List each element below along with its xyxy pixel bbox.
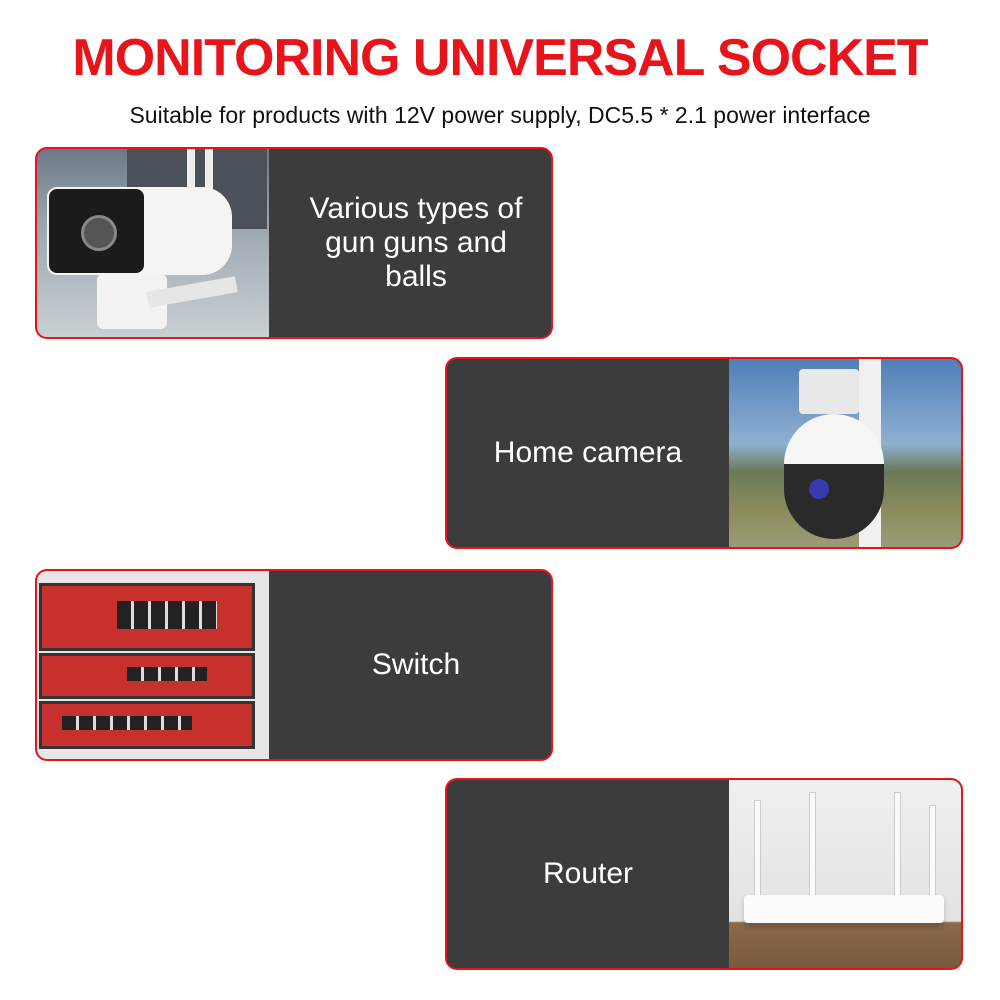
subtitle: Suitable for products with 12V power sup… bbox=[129, 102, 871, 128]
card-label: Router bbox=[542, 857, 634, 890]
card-label: Switch bbox=[371, 648, 461, 681]
bullet-camera-icon bbox=[37, 149, 269, 337]
card-label: Home camera bbox=[493, 436, 683, 469]
network-switch-icon bbox=[37, 571, 269, 759]
dome-camera-icon bbox=[729, 359, 961, 547]
card-router: Router bbox=[445, 778, 963, 970]
page-title: MONITORING UNIVERSAL SOCKET bbox=[72, 29, 928, 87]
card-label: Various types of gun guns and balls bbox=[309, 192, 523, 293]
card-switch: Switch bbox=[35, 569, 553, 761]
card-bullet-camera: Various types of gun guns and balls bbox=[35, 147, 553, 339]
router-icon bbox=[729, 780, 961, 968]
card-home-camera: Home camera bbox=[445, 357, 963, 549]
